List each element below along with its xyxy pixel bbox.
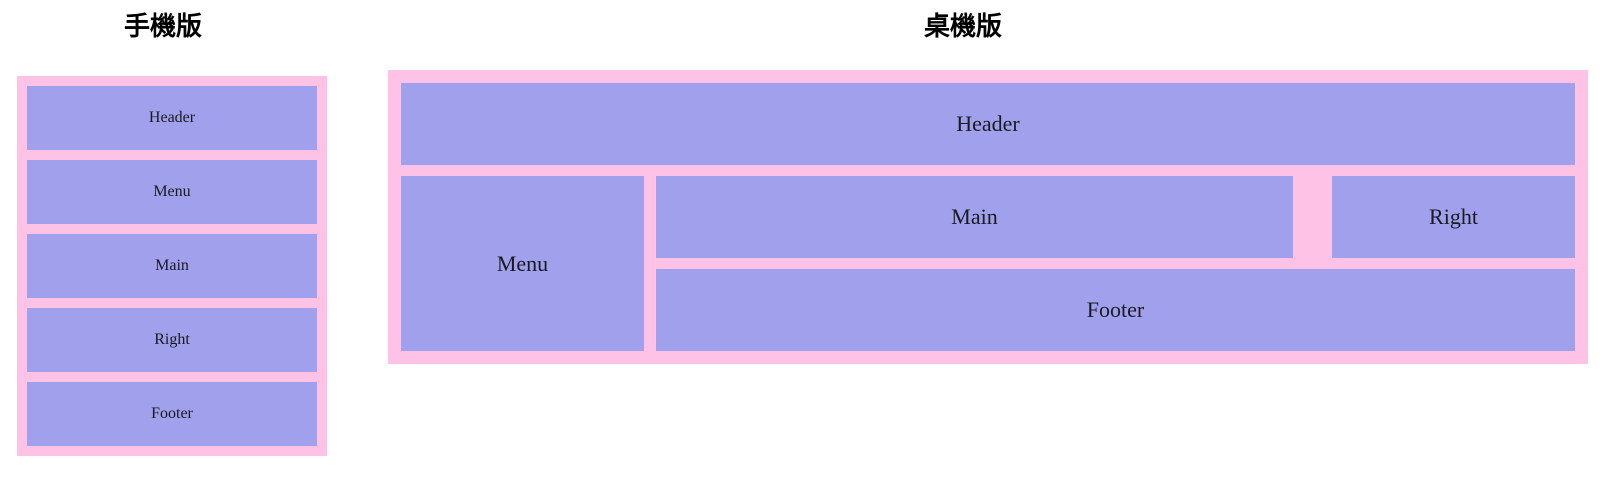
desktop-pane-right-label: Right [1429, 204, 1478, 229]
mobile-pane-header-label: Header [148, 109, 196, 126]
desktop-pane-main-label: Main [951, 204, 998, 229]
desktop-pane-header-label: Header [956, 111, 1020, 136]
desktop-pane-menu: Menu [401, 176, 644, 351]
desktop-pane-footer-label: Footer [1086, 297, 1145, 322]
mobile-pane-main-label: Main [155, 257, 189, 274]
desktop-layout-title: 桌機版 [924, 12, 1003, 42]
mobile-pane-main: Main [27, 234, 317, 298]
mobile-layout-title: 手機版 [124, 12, 203, 42]
mobile-pane-menu-label: Menu [153, 183, 191, 200]
desktop-body-row: Menu Main Right Footer [401, 176, 1575, 351]
mobile-pane-menu: Menu [27, 160, 317, 224]
mobile-pane-right: Right [27, 308, 317, 372]
desktop-pane-footer: Footer [656, 269, 1575, 351]
desktop-pane-main: Main [656, 176, 1293, 258]
mobile-pane-header: Header [27, 86, 317, 150]
mobile-wireframe-container: Header Menu Main Right Footer [17, 76, 327, 456]
desktop-pane-header: Header [401, 83, 1575, 165]
desktop-middle-row: Main Right [656, 176, 1575, 258]
mobile-pane-footer-label: Footer [151, 405, 193, 422]
desktop-pane-menu-label: Menu [496, 250, 549, 276]
mobile-pane-footer: Footer [27, 382, 317, 446]
desktop-pane-right: Right [1332, 176, 1575, 258]
desktop-wireframe-container: Header Menu Main Right Footer [388, 70, 1588, 364]
mobile-pane-right-label: Right [154, 331, 190, 348]
desktop-content-column: Main Right Footer [656, 176, 1575, 351]
